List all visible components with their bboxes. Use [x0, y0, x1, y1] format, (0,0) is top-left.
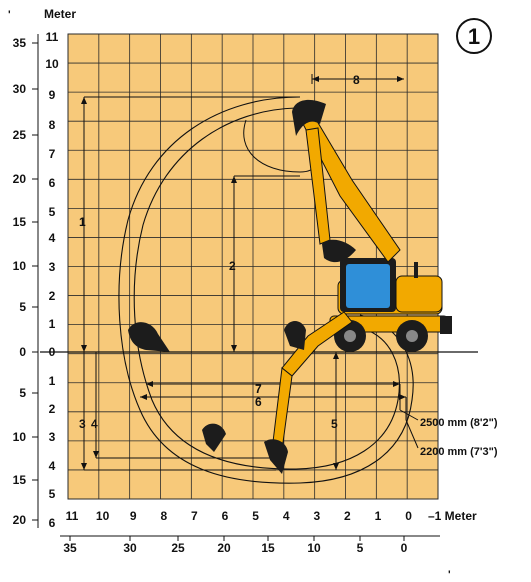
bottom-meter-tick-label: 7 — [191, 509, 198, 523]
tick-mark-bottom: ' — [448, 569, 451, 581]
left-feet-tick-label: 35 — [13, 36, 27, 50]
lowered-boom-assembly — [128, 311, 353, 474]
left-meter-tick-label: 2 — [49, 289, 56, 303]
left-meter-tick-label: 3 — [49, 260, 56, 274]
left-feet-tick-label: 10 — [13, 430, 27, 444]
dimension-label-1: 1 — [79, 215, 86, 229]
unit-label-top: Meter — [44, 7, 76, 21]
bottom-meter-tick-label: 2 — [344, 509, 351, 523]
raised-bucket-top — [292, 99, 326, 136]
bottom-feet-tick-label: 25 — [171, 541, 185, 555]
bottom-feet-tick-label: 0 — [401, 541, 408, 555]
dimension-label-3: 3 — [79, 417, 86, 431]
dimension-label-4: 4 — [91, 417, 98, 431]
unit-label-bottom: –1 Meter — [428, 509, 477, 523]
left-meter-tick-label: 0 — [49, 345, 56, 359]
left-feet-tick-label: 20 — [13, 513, 27, 527]
bottom-meter-tick-label: 1 — [375, 509, 382, 523]
outer-reach-envelope — [118, 96, 414, 484]
bottom-meter-tick-label: 4 — [283, 509, 290, 523]
cab-glass — [346, 264, 390, 308]
left-feet-tick-label: 15 — [13, 473, 27, 487]
left-meter-tick-label: 11 — [46, 30, 59, 44]
left-meter-tick-label: 4 — [49, 459, 56, 473]
left-feet-tick-label: 5 — [19, 300, 26, 314]
left-feet-tick-label: 5 — [19, 386, 26, 400]
diagram-number: 1 — [468, 24, 480, 49]
raised-boom-assembly — [292, 99, 401, 263]
bucket-ground-level — [284, 321, 306, 350]
inner-reach-envelope — [133, 107, 400, 470]
front-wheel-hub — [344, 330, 356, 342]
dimension-label-6: 6 — [255, 395, 262, 409]
left-meter-tick-label: 1 — [49, 317, 56, 331]
bottom-meter-tick-label: 8 — [160, 509, 167, 523]
left-meter-tick-label: 5 — [49, 487, 56, 501]
bottom-meter-tick-label: 3 — [313, 509, 320, 523]
bottom-feet-tick-label: 5 — [357, 541, 364, 555]
left-meter-tick-label: 10 — [45, 57, 59, 71]
dimension-label-8: 8 — [353, 73, 360, 87]
raised-bucket-mid — [322, 239, 356, 263]
left-meter-tick-label: 6 — [49, 176, 56, 190]
bottom-feet-tick-label: 30 — [123, 541, 137, 555]
counterweight — [395, 275, 443, 313]
bucket-left-reach — [128, 322, 170, 352]
bottom-meter-tick-label: 6 — [222, 509, 229, 523]
bottom-feet-tick-label: 15 — [261, 541, 275, 555]
excavator-machine — [329, 258, 452, 352]
bottom-meter-tick-label: 0 — [405, 509, 412, 523]
left-feet-scale: 35 30 25 20 15 10 5 0 5 10 15 20 — [13, 34, 39, 528]
bucket-deep-dig — [264, 439, 288, 474]
blade — [440, 316, 452, 334]
left-feet-tick-label: 10 — [13, 259, 27, 273]
tick-mark-top: ' — [8, 9, 11, 21]
left-meter-tick-label: 7 — [49, 147, 56, 161]
left-feet-tick-label: 30 — [13, 82, 27, 96]
left-feet-tick-label: 0 — [19, 345, 26, 359]
bottom-meter-tick-label: 10 — [96, 509, 110, 523]
dimension-lines — [83, 74, 419, 471]
bucket-shallow-dig — [202, 423, 226, 452]
blade-label-2200: 2200 mm (7'3") — [420, 446, 498, 458]
bottom-meter-tick-label: 5 — [252, 509, 259, 523]
bottom-meter-tick-label: 9 — [130, 509, 137, 523]
bottom-feet-scale: 35 30 25 20 15 10 5 0 — [60, 535, 440, 555]
bottom-meter-tick-label: 11 — [66, 509, 79, 523]
bottom-feet-tick-label: 35 — [63, 541, 77, 555]
dimension-label-7: 7 — [255, 382, 262, 396]
raised-stick — [305, 127, 331, 245]
left-meter-tick-label: 4 — [49, 231, 56, 245]
bottom-feet-tick-label: 20 — [217, 541, 231, 555]
diagram-number-badge — [456, 18, 492, 54]
left-meter-tick-label: 3 — [49, 430, 56, 444]
left-meter-tick-label: 2 — [49, 402, 56, 416]
blade-label-2500: 2500 mm (8'2") — [420, 417, 498, 429]
left-meter-tick-label: 5 — [49, 205, 56, 219]
exhaust-pipe — [414, 262, 418, 278]
left-meter-tick-label: 8 — [49, 118, 56, 132]
left-meter-tick-label: 9 — [49, 88, 56, 102]
rear-wheel-hub — [406, 330, 418, 342]
bottom-feet-tick-label: 10 — [307, 541, 321, 555]
dimension-label-2: 2 — [229, 259, 236, 273]
left-feet-tick-label: 15 — [13, 215, 27, 229]
left-feet-tick-label: 20 — [13, 172, 27, 186]
left-meter-tick-label: 6 — [49, 516, 56, 530]
left-feet-tick-label: 25 — [13, 128, 27, 142]
dimension-arrowheads — [81, 76, 406, 470]
dimension-label-5: 5 — [331, 417, 338, 431]
left-meter-tick-label: 1 — [49, 374, 56, 388]
